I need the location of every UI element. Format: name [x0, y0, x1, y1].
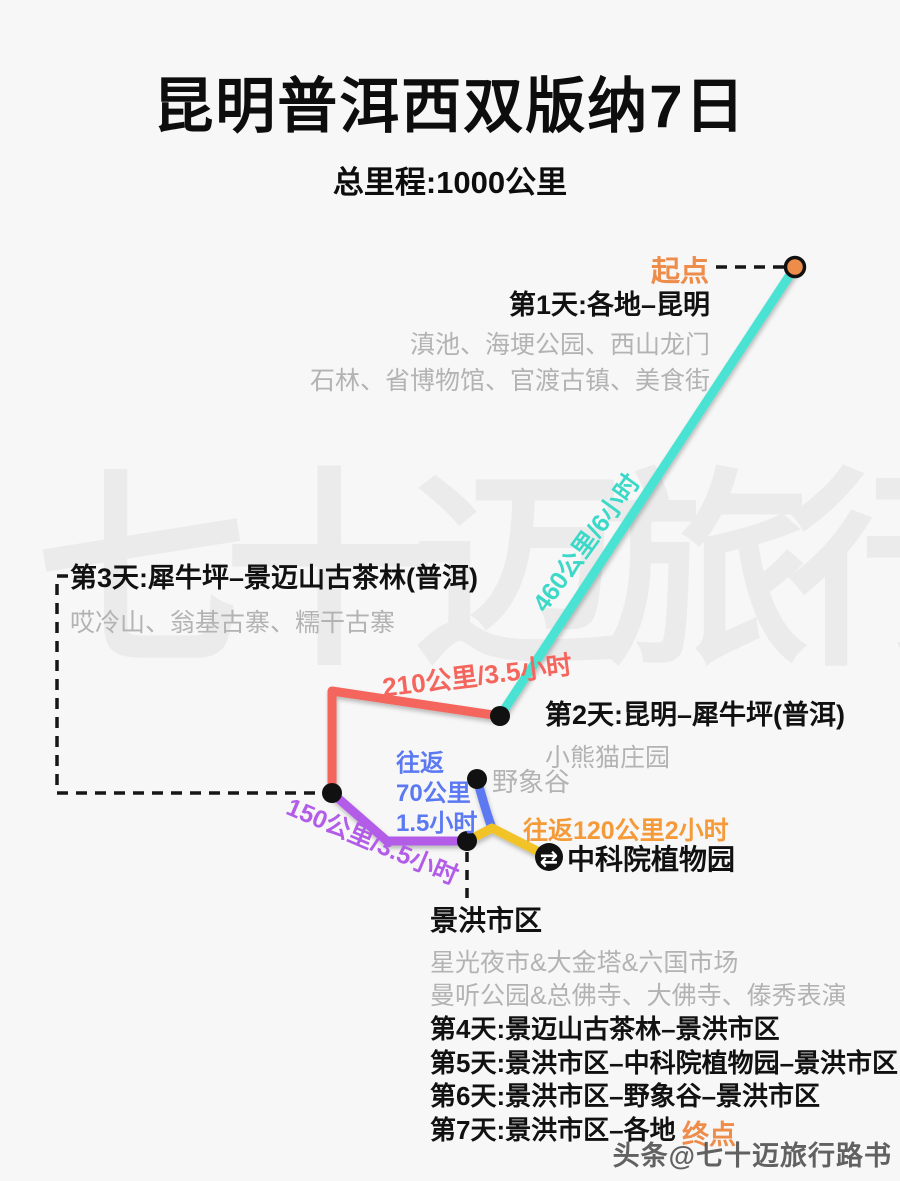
node-dot-xiniuping	[490, 706, 510, 726]
day3-block: 第3天:犀牛坪–景迈山古茶林(普洱) 哎冷山、翁基古寨、糯干古寨	[70, 556, 478, 639]
day4-title: 第4天:景迈山古茶林–景洪市区	[430, 1014, 780, 1044]
segment-label-elephant-roundtrip: 往返 70公里 1.5小时	[396, 749, 477, 839]
header: 昆明普洱西双版纳7日 总里程:1000公里	[0, 0, 900, 202]
start-point-dot	[783, 255, 807, 279]
roundtrip-exchange-icon: ⇄	[535, 843, 563, 871]
itinerary-list: 第4天:景迈山古茶林–景洪市区 第5天:景洪市区–中科院植物园–景洪市区 第6天…	[430, 1013, 898, 1147]
route-line-elephant-valley	[472, 774, 497, 833]
day1-title: 第1天:各地–昆明	[508, 290, 710, 320]
svg-text:⇄: ⇄	[540, 846, 558, 871]
day1-note-2: 石林、省博物馆、官渡古镇、美食街	[309, 367, 710, 395]
segment-label-garden-roundtrip: 往返120公里2小时	[523, 817, 729, 845]
day7-title: 第7天:景洪市区–各地	[430, 1114, 676, 1145]
elephant-roundtrip-line3: 1.5小时	[396, 810, 478, 837]
day1-note-1: 滇池、海埂公园、西山龙门	[409, 331, 710, 359]
poi-elephant-valley: 野象谷	[492, 767, 571, 797]
day2-title: 第2天:昆明–犀牛坪(普洱)	[545, 700, 846, 730]
day1-block: 第1天:各地–昆明 滇池、海埂公园、西山龙门 石林、省博物馆、官渡古镇、美食街	[310, 283, 710, 399]
total-distance: 总里程:1000公里	[332, 165, 568, 200]
jinghong-block: 景洪市区 星光夜市&大金塔&六国市场 曼听公园&总佛寺、大佛寺、傣秀表演	[430, 899, 847, 1013]
day2-note: 小熊猫庄园	[545, 744, 671, 772]
poi-botanical-garden: 中科院植物园	[567, 844, 736, 875]
day5-title: 第5天:景洪市区–中科院植物园–景洪市区	[430, 1047, 899, 1078]
jinghong-note-2: 曼听公园&总佛寺、大佛寺、傣秀表演	[430, 982, 847, 1010]
day3-title: 第3天:犀牛坪–景迈山古茶林(普洱)	[70, 563, 479, 593]
jinghong-label: 景洪市区	[430, 905, 543, 936]
elephant-roundtrip-line1: 往返	[396, 750, 444, 777]
day3-note: 哎冷山、翁基古寨、糯干古寨	[70, 609, 396, 637]
credit-watermark: 头条@七十迈旅行路书	[612, 1141, 892, 1171]
day2-block: 第2天:昆明–犀牛坪(普洱) 小熊猫庄园	[545, 693, 845, 774]
end-label: 终点	[682, 1120, 736, 1150]
elephant-roundtrip-line2: 70公里	[396, 780, 471, 807]
page-title: 昆明普洱西双版纳7日	[153, 73, 747, 140]
jinghong-note-1: 星光夜市&大金塔&六国市场	[430, 949, 739, 977]
day6-title: 第6天:景洪市区–野象谷–景洪市区	[430, 1081, 821, 1111]
